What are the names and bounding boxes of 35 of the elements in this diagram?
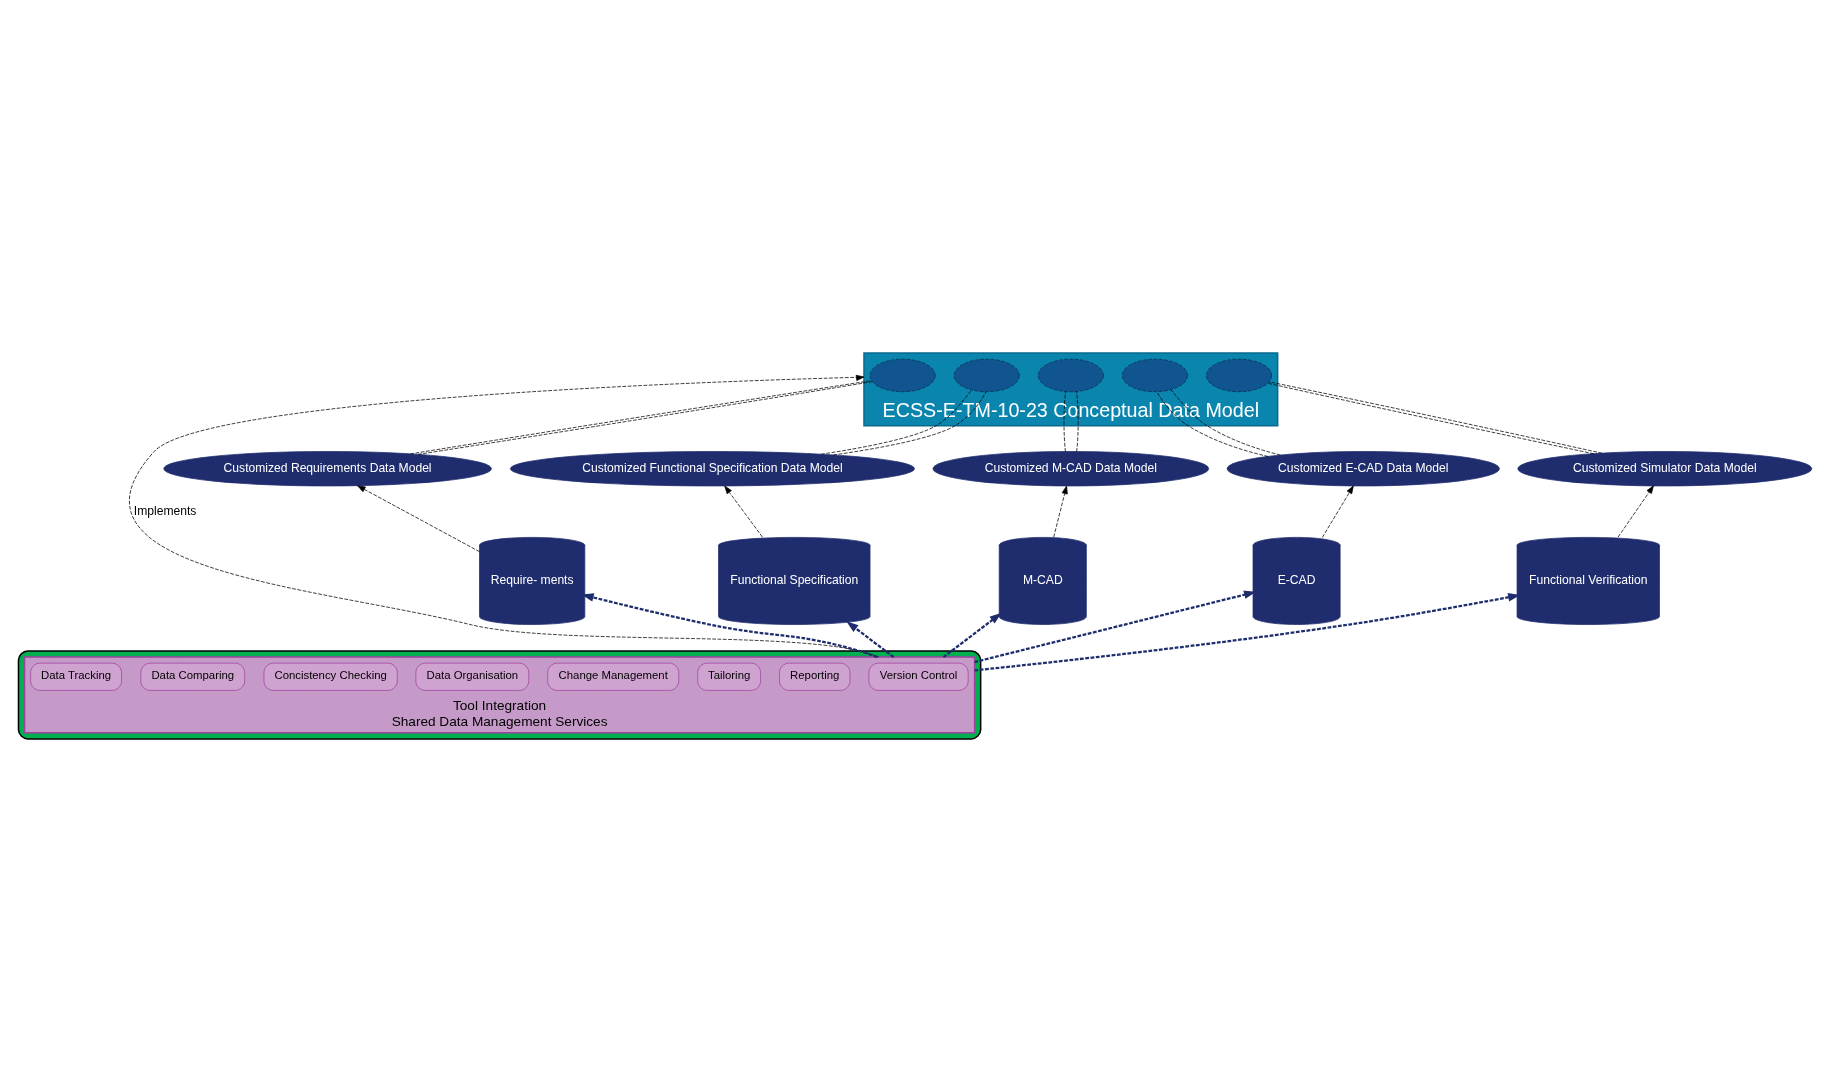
cluster: ECSS-E-TM-10-23 Conceptual Data Model [863, 351, 1279, 427]
node-box: Change Management [547, 662, 680, 691]
node-box: Reporting [779, 662, 851, 691]
connector [1156, 391, 1269, 457]
node-cloud [869, 358, 936, 392]
connector [1076, 390, 1079, 452]
edge-label: Implements [133, 503, 197, 517]
node-box: Data Tracking [30, 662, 122, 691]
arrow [942, 612, 1002, 658]
node-ellipse: Customized Requirements Data Model [163, 450, 492, 486]
node-ellipse: Customized E-CAD Data Model [1226, 450, 1500, 486]
node-cloud [1037, 358, 1104, 392]
arrow [846, 620, 895, 658]
arrow [357, 484, 480, 552]
node-ellipse: Customized Functional Specification Data Model [510, 450, 915, 486]
arrow [1617, 484, 1654, 537]
connector [1063, 390, 1066, 452]
node-cloud [1206, 358, 1272, 392]
connector [832, 391, 987, 455]
arrow [1321, 485, 1354, 538]
node-box: Concistency Checking [263, 662, 398, 691]
node-box: Data Organisation [415, 662, 530, 691]
arrow [724, 485, 763, 537]
arrow [129, 374, 880, 657]
arrow [1053, 485, 1068, 537]
connector [1170, 388, 1281, 455]
node-box: Tailoring [697, 662, 761, 691]
node-cloud [953, 358, 1020, 392]
arrow [581, 592, 878, 658]
node-box: Version Control [868, 662, 969, 691]
node-ellipse: Customized M-CAD Data Model [932, 450, 1210, 486]
node-ellipse: Customized Simulator Data Model [1517, 450, 1813, 486]
node-box: Data Comparing [140, 662, 245, 691]
connector [820, 389, 972, 455]
node-cloud [1121, 358, 1188, 392]
